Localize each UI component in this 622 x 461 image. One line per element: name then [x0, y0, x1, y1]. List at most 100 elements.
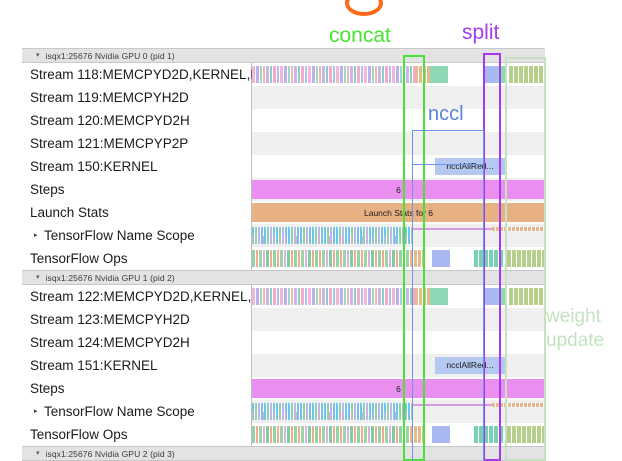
row-label: Stream 118:MEMCPYD2D,KERNEL,ME: [30, 67, 252, 82]
timeline-row[interactable]: Stream 120:MEMCPYD2H: [22, 109, 545, 132]
steps-bar-label: 6: [396, 185, 401, 195]
timeline-row[interactable]: 6 Steps: [22, 178, 545, 201]
group-title: isqx1:25676 Nvidia GPU 2 (pid 3): [45, 448, 175, 459]
row-label-cell: Stream 150:KERNEL: [22, 155, 252, 178]
launch-stats-bar-label: Launch Stats for 6: [364, 208, 433, 218]
ops-strip-tan: [410, 426, 426, 443]
row-label: Launch Stats: [30, 205, 109, 220]
ops-strip: [252, 250, 410, 267]
timeline-row[interactable]: ▸ TensorFlow Name Scope: [22, 224, 545, 247]
row-label-cell: ▸TensorFlow Name Scope: [22, 400, 252, 423]
ops-strip-olive: [507, 426, 545, 443]
row-label-cell: Steps: [22, 178, 252, 201]
timeline-row[interactable]: ncclAllRed... Stream 150:KERNEL: [22, 155, 545, 178]
name-scope-ticks: [252, 412, 412, 420]
row-label-cell: Stream 118:MEMCPYD2D,KERNEL,ME: [22, 63, 252, 86]
group-header-2[interactable]: ▾ isqx1:25676 Nvidia GPU 2 (pid 3): [22, 446, 545, 461]
annotation-label-concat: concat: [329, 24, 391, 47]
row-label-cell: Stream 121:MEMCPYP2P: [22, 132, 252, 155]
ops-strip-teal: [474, 250, 504, 267]
annotation-label-weight-update: weight update: [546, 305, 604, 353]
row-label-cell: ▸ TensorFlow Name Scope: [22, 224, 252, 247]
timeline-track[interactable]: [252, 400, 545, 423]
row-label: Stream 120:MEMCPYD2H: [30, 113, 190, 128]
timeline-row[interactable]: TensorFlow Ops: [22, 247, 545, 270]
timeline-row[interactable]: Stream 118:MEMCPYD2D,KERNEL,ME: [22, 63, 545, 86]
timeline-track[interactable]: [252, 285, 545, 308]
launch-stats-bar[interactable]: [252, 203, 545, 222]
timeline-track[interactable]: [252, 109, 545, 132]
row-label-cell: Launch Stats: [22, 201, 252, 224]
event-block-mint2: [498, 66, 506, 83]
annotation-label-nccl: nccl: [428, 103, 464, 125]
event-block-blue: [485, 66, 498, 83]
nccl-allreduce-bar[interactable]: [435, 158, 505, 175]
name-scope-strip-tan: [492, 403, 545, 407]
nccl-bar-label: ncclAllRed...: [446, 360, 494, 370]
timeline-row[interactable]: Stream 119:MEMCPYH2D: [22, 86, 545, 109]
nccl-allreduce-bar[interactable]: [435, 357, 505, 374]
group-title: isqx1:25676 Nvidia GPU 1 (pid 2): [45, 272, 175, 283]
timeline-track[interactable]: [252, 423, 545, 446]
annotation-weight-update-line2: update: [546, 330, 605, 351]
event-strip: [252, 66, 415, 83]
chevron-down-icon: ▾: [36, 52, 40, 59]
ops-block-blue: [432, 426, 450, 443]
chevron-right-icon[interactable]: ▸: [34, 232, 38, 239]
ops-strip-olive: [507, 250, 545, 267]
event-strip-tan: [415, 66, 430, 83]
row-label: Stream 119:MEMCPYH2D: [30, 90, 189, 105]
ops-strip-tan: [410, 250, 426, 267]
timeline-track[interactable]: 6: [252, 178, 545, 201]
event-block-blue: [485, 288, 498, 305]
row-label-cell: TensorFlow Ops: [22, 423, 252, 446]
group-header-0[interactable]: ▾ isqx1:25676 Nvidia GPU 0 (pid 1): [22, 48, 545, 63]
timeline-track[interactable]: ncclAllRed...: [252, 354, 545, 377]
chevron-down-icon: ▾: [36, 274, 40, 281]
ops-strip: [252, 426, 410, 443]
timeline-row[interactable]: ▸TensorFlow Name Scope: [22, 400, 545, 423]
timeline-track[interactable]: [252, 308, 545, 331]
timeline-row[interactable]: 6 Steps: [22, 377, 545, 400]
timeline-track[interactable]: ncclAllRed...: [252, 155, 545, 178]
group-header-1[interactable]: ▾ isqx1:25676 Nvidia GPU 1 (pid 2): [22, 270, 545, 285]
event-strip-olive: [509, 288, 545, 305]
row-label-cell: TensorFlow Ops: [22, 247, 252, 270]
event-block-mint: [430, 288, 448, 305]
timeline-track[interactable]: [252, 63, 545, 86]
row-label: Stream 150:KERNEL: [30, 159, 158, 174]
row-label-cell: Steps: [22, 377, 252, 400]
steps-bar[interactable]: [252, 180, 545, 199]
ops-strip-teal: [474, 426, 504, 443]
event-strip-tan: [415, 288, 430, 305]
timeline-row[interactable]: Stream 121:MEMCPYP2P: [22, 132, 545, 155]
row-label: TensorFlow Ops: [30, 251, 128, 266]
timeline-row[interactable]: Launch Stats for 6 Launch Stats: [22, 201, 545, 224]
chevron-down-icon: ▾: [36, 450, 40, 457]
row-label: Stream 122:MEMCPYD2D,KERNEL,MI: [30, 289, 252, 304]
timeline-track[interactable]: [252, 86, 545, 109]
chevron-right-icon[interactable]: ▸: [34, 408, 38, 415]
timeline-row[interactable]: ncclAllRed...Stream 151:KERNEL: [22, 354, 545, 377]
timeline-track[interactable]: [252, 224, 545, 247]
timeline-track[interactable]: [252, 247, 545, 270]
timeline-row[interactable]: TensorFlow Ops: [22, 423, 545, 446]
steps-bar[interactable]: [252, 379, 545, 398]
row-label: Stream 123:MEMCPYH2D: [30, 312, 190, 327]
timeline-row[interactable]: Stream 122:MEMCPYD2D,KERNEL,MI: [22, 285, 545, 308]
orange-arc-annotation: [345, 0, 383, 16]
timeline-track[interactable]: [252, 331, 545, 354]
row-label-cell: Stream 124:MEMCPYD2H: [22, 331, 252, 354]
timeline-track[interactable]: Launch Stats for 6: [252, 201, 545, 224]
row-label: TensorFlow Name Scope: [44, 228, 195, 243]
ops-block-blue: [432, 250, 450, 267]
row-label-cell: Stream 122:MEMCPYD2D,KERNEL,MI: [22, 285, 252, 308]
trace-timeline-panel[interactable]: ▾ isqx1:25676 Nvidia GPU 0 (pid 1) Stream …: [22, 48, 545, 461]
group-title: isqx1:25676 Nvidia GPU 0 (pid 1): [45, 50, 175, 61]
timeline-row[interactable]: Stream 124:MEMCPYD2H: [22, 331, 545, 354]
timeline-track[interactable]: [252, 132, 545, 155]
timeline-track[interactable]: 6: [252, 377, 545, 400]
event-strip-olive: [509, 66, 545, 83]
row-label: Steps: [30, 381, 65, 396]
timeline-row[interactable]: Stream 123:MEMCPYH2D: [22, 308, 545, 331]
